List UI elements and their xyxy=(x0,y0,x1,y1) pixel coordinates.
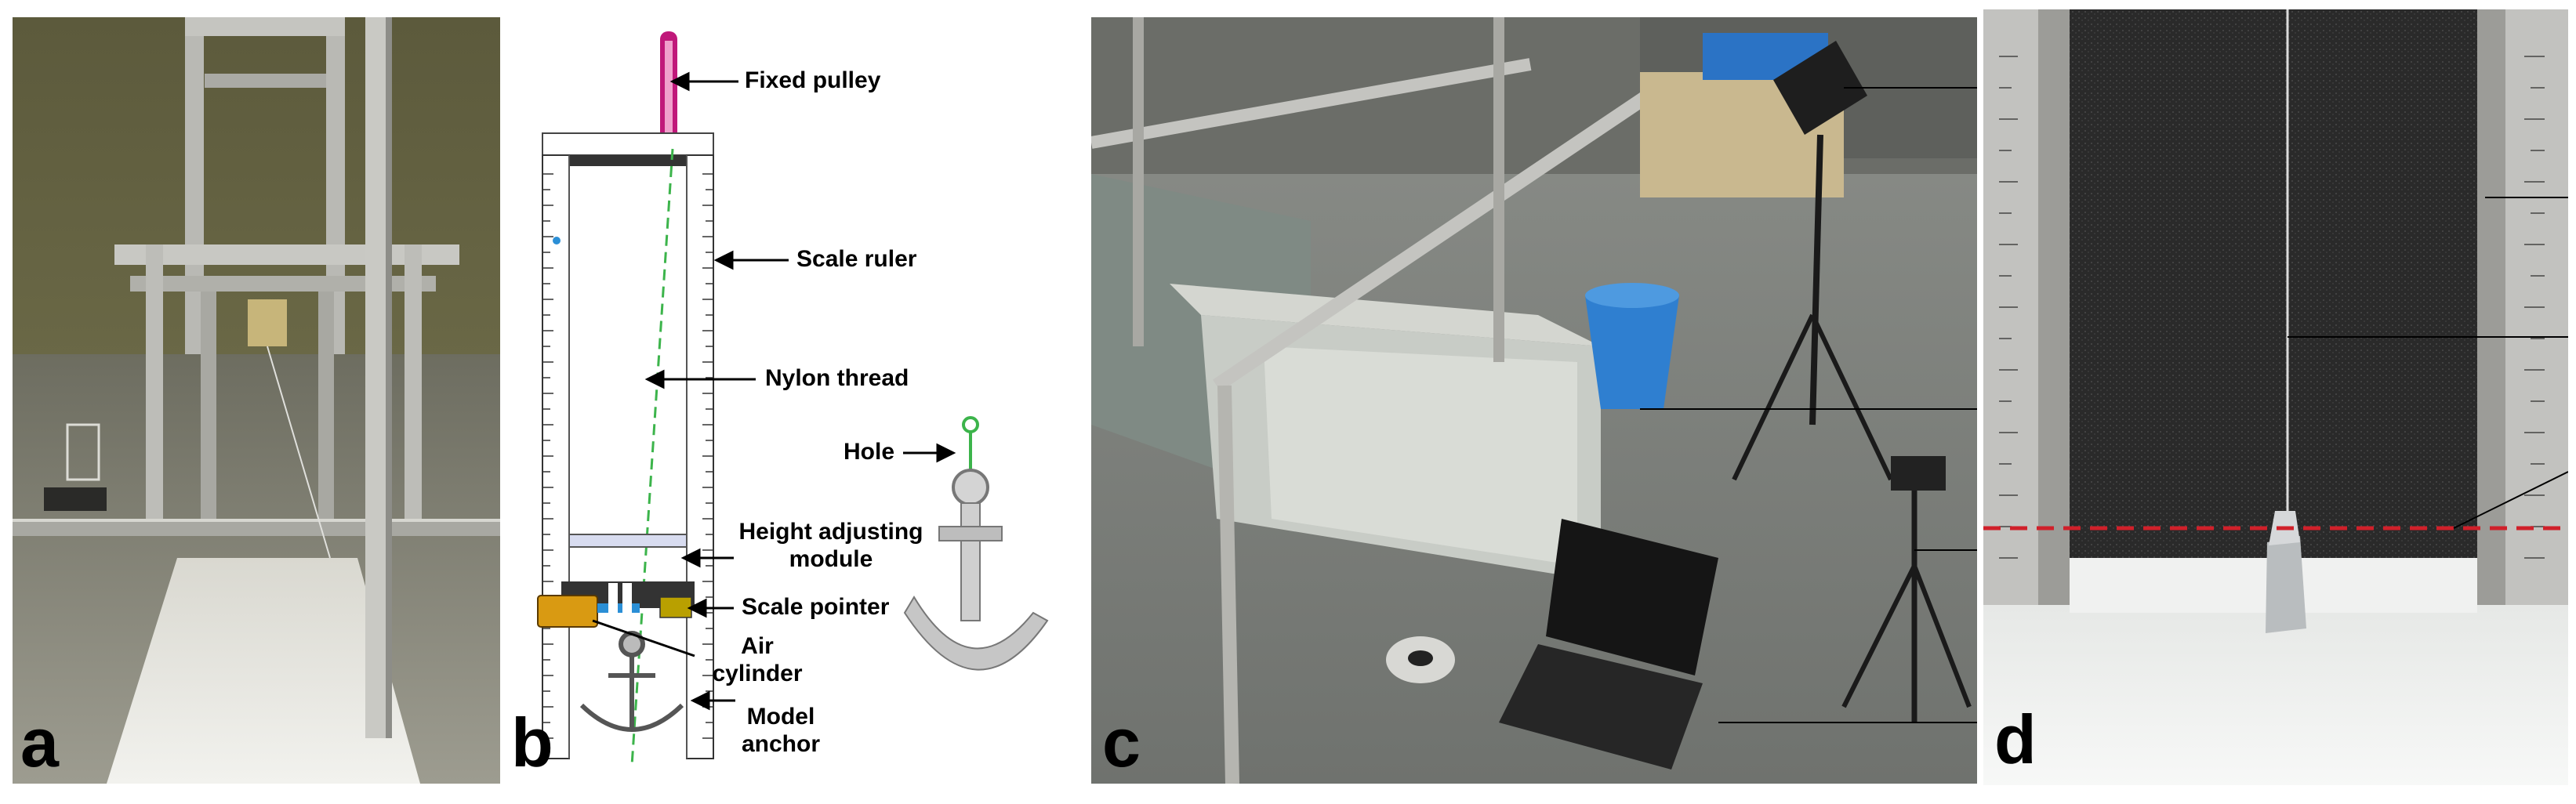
panel-d-photo: d xyxy=(1983,9,2568,785)
label-height-adjusting-module: Height adjusting module xyxy=(737,519,925,573)
label-fixed-pulley: Fixed pulley xyxy=(745,67,881,93)
schematic-drawing xyxy=(537,31,1049,766)
label-model-anchor-line1: Model xyxy=(746,704,815,730)
panel-label-d: d xyxy=(1994,701,2037,778)
scale-pointer-shape xyxy=(659,596,692,618)
panel-c-photo: c xyxy=(1091,17,1977,784)
nylon-thread-line xyxy=(630,148,674,766)
panel-label-c: c xyxy=(1102,704,1141,781)
label-height-adjusting-line2: module xyxy=(789,545,873,572)
label-air-cylinder: Air cylinder xyxy=(702,633,812,687)
lab-setup-photo xyxy=(1091,17,1977,784)
model-anchor-large-shape xyxy=(903,416,1049,671)
label-height-adjusting-line1: Height adjusting xyxy=(738,519,923,545)
panel-label-b: b xyxy=(511,704,553,781)
label-scale-ruler: Scale ruler xyxy=(796,246,917,272)
label-nylon-thread: Nylon thread xyxy=(765,365,909,391)
panel-a-photo: a xyxy=(13,17,500,784)
label-model-anchor: Model anchor xyxy=(734,704,828,758)
label-model-anchor-line2: anchor xyxy=(741,730,821,757)
label-scale-pointer: Scale pointer xyxy=(742,594,890,620)
model-anchor-small-shape xyxy=(579,631,684,732)
air-cylinder-shape xyxy=(537,595,598,628)
label-air-cylinder-line1: Air xyxy=(741,633,774,659)
label-hole: Hole xyxy=(844,439,895,465)
anchor-closeup-photo xyxy=(1983,9,2568,785)
label-air-cylinder-line2: cylinder xyxy=(712,660,803,686)
panel-label-a: a xyxy=(20,704,59,781)
panel-b-schematic: Fixed pulley Scale ruler Nylon thread Ho… xyxy=(506,17,1087,784)
apparatus-frame-photo xyxy=(13,17,500,784)
height-adjusting-module-shape xyxy=(568,534,688,548)
